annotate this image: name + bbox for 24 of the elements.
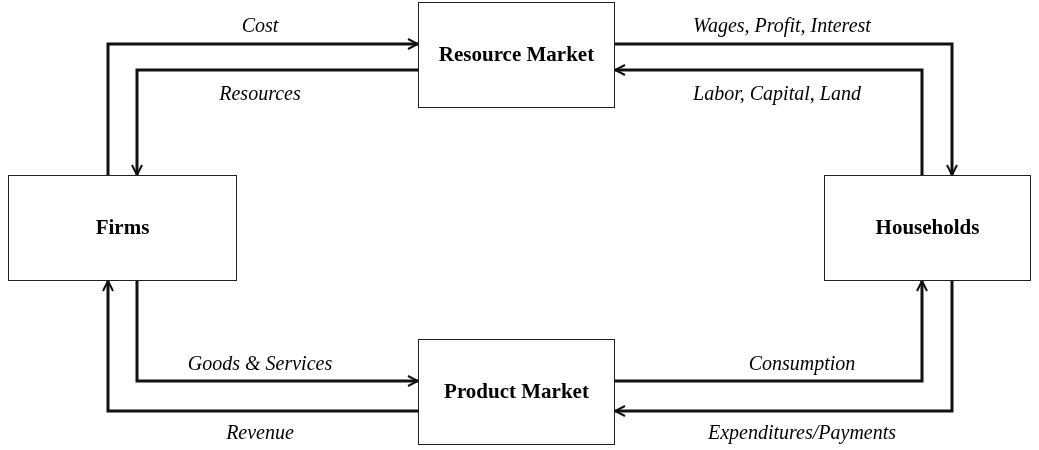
node-label: Firms bbox=[95, 214, 150, 242]
arrow bbox=[614, 281, 954, 417]
sector-box bbox=[824, 175, 1031, 281]
edge-label: Goods & Services bbox=[187, 351, 333, 375]
node-label: Product Market bbox=[444, 378, 589, 406]
edge-label: Wages, Profit, Interest bbox=[693, 13, 871, 37]
arrow bbox=[615, 280, 928, 383]
market-box bbox=[418, 2, 615, 108]
arrow bbox=[106, 38, 419, 175]
node-label: Households bbox=[875, 214, 980, 242]
sector-box bbox=[8, 175, 237, 281]
edge-label: Cost bbox=[241, 13, 279, 37]
edge-label: Consumption bbox=[748, 351, 856, 375]
arrow bbox=[102, 280, 418, 413]
node-label: Resource Market bbox=[438, 41, 595, 69]
edge-label: Revenue bbox=[226, 420, 294, 444]
arrow bbox=[614, 64, 924, 175]
arrow bbox=[615, 42, 958, 176]
arrow bbox=[135, 281, 419, 387]
edge-label: Resources bbox=[219, 81, 301, 105]
edge-label: Expenditures/Payments bbox=[707, 420, 897, 444]
arrow bbox=[131, 68, 418, 176]
edge-label: Labor, Capital, Land bbox=[693, 81, 861, 105]
market-box bbox=[418, 339, 615, 445]
